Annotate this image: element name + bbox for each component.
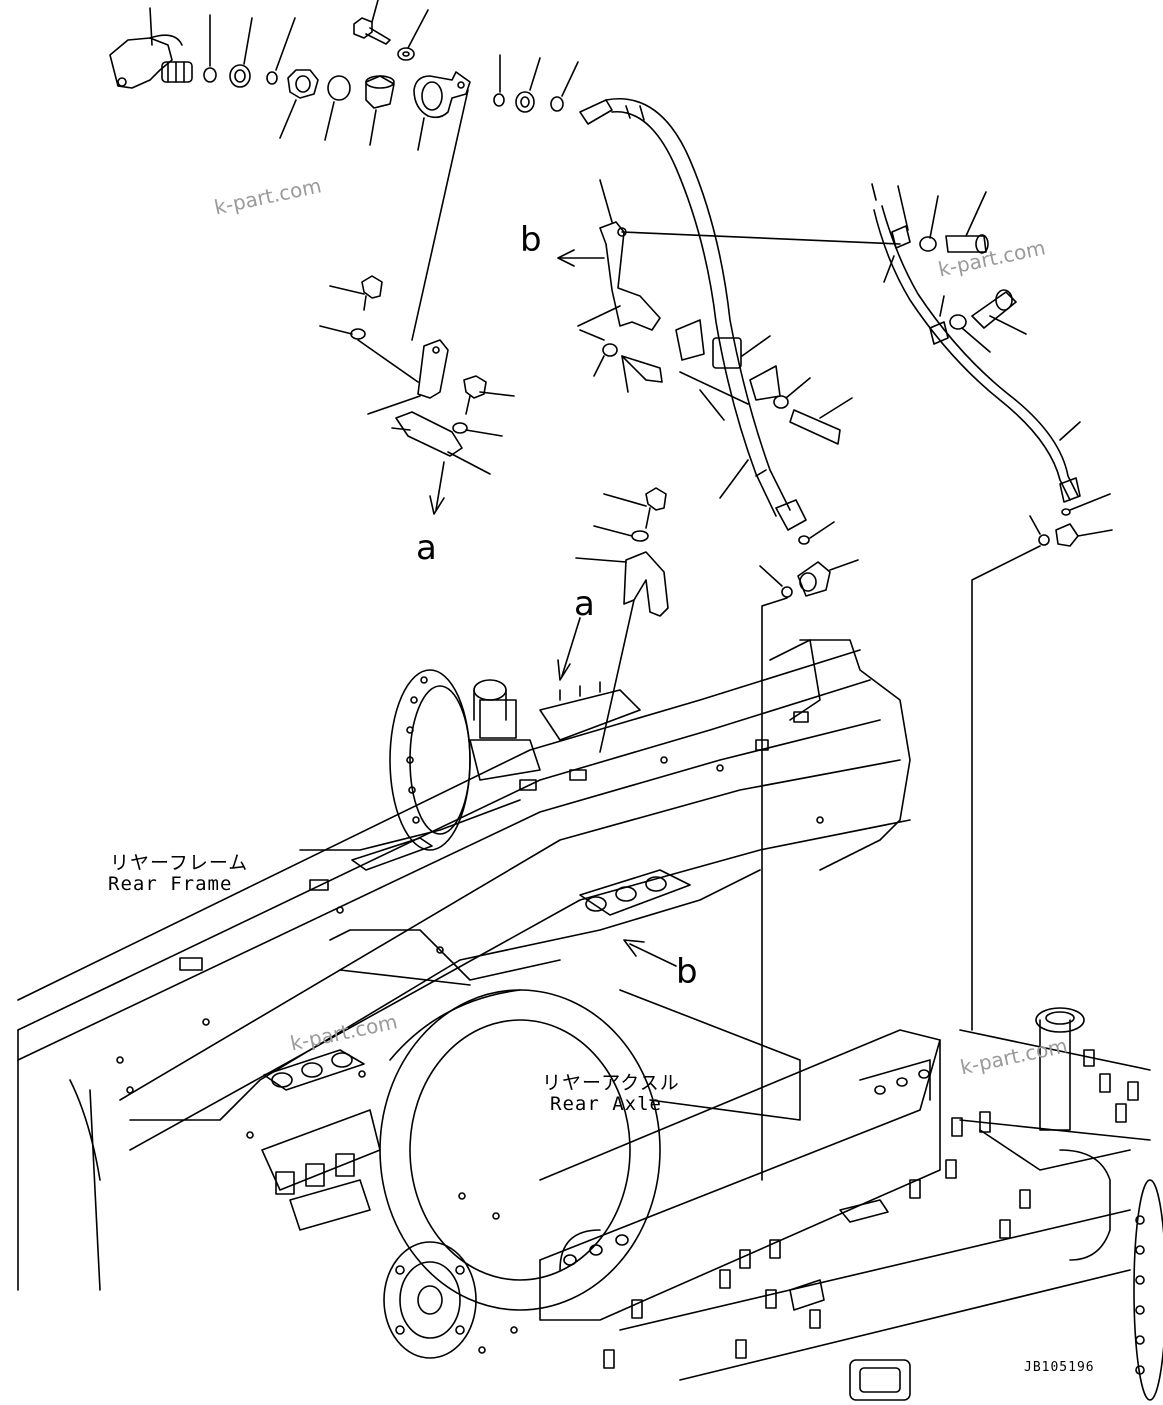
bolt-clip [789, 397, 853, 445]
callout-b-lower: b [676, 952, 698, 992]
right-chassis [603, 1007, 1163, 1401]
washer-top [397, 9, 429, 61]
o-ring-3 [493, 54, 505, 107]
washer-disc [324, 75, 351, 141]
leader-hose [699, 389, 725, 421]
nut-1 [229, 17, 253, 88]
washer-a-right [452, 422, 503, 437]
o-ring-4 [550, 61, 579, 112]
washer-right-2 [949, 314, 991, 353]
arrow-a-upper [429, 461, 445, 515]
elbow-fitting [109, 7, 193, 89]
arrow-a-lower [557, 617, 581, 681]
o-ring-6 [759, 565, 793, 598]
nut-2 [515, 57, 541, 113]
routing-line-right [971, 545, 1041, 1031]
arrow-b-lower [623, 939, 677, 967]
rear-frame-label-jp: リヤーフレーム [110, 852, 249, 874]
bracket-a-upright [357, 89, 469, 415]
elbow-hose [797, 559, 859, 597]
drawing-code: JB105196 [1024, 1360, 1095, 1375]
leader-bracket-mount [599, 599, 635, 753]
bracket-center [575, 551, 669, 617]
drive-flange [383, 1192, 518, 1359]
washer-center [593, 525, 649, 542]
rear-frame-label-en: Rear Frame [108, 873, 233, 895]
routing-line-hose [761, 597, 788, 1181]
cushion-clamp [675, 319, 749, 405]
callout-a-lower: a [574, 584, 595, 624]
washer-clip [773, 377, 811, 409]
rear-axle-label-jp: リヤーアクスル [542, 1072, 680, 1094]
arrow-b-upper [557, 249, 605, 267]
rear-frame [17, 639, 911, 1291]
small-hose-right [871, 183, 1081, 503]
callout-a-upper: a [416, 528, 437, 568]
bolt-center [603, 487, 667, 529]
o-ring-2 [266, 17, 296, 85]
elbow-right [1055, 493, 1113, 547]
plug-nut [279, 69, 319, 139]
o-ring-1 [203, 14, 217, 83]
clip-plate [741, 335, 781, 401]
hydraulic-hose-main [579, 98, 807, 531]
sleeve [365, 75, 395, 146]
o-ring-right [1029, 515, 1050, 546]
bolt-top [353, 0, 391, 45]
washer-right-1 [919, 195, 939, 252]
washer-a-upper [319, 325, 366, 340]
bolt-b [621, 355, 663, 393]
bolt-a-upper [329, 275, 383, 311]
o-ring-5 [798, 521, 835, 545]
leader-hose-low [719, 459, 749, 499]
bracket-b [577, 179, 901, 341]
bolt-right-1 [945, 191, 989, 254]
fitting-block [261, 1109, 381, 1231]
clamp-bracket [413, 71, 471, 151]
rear-axle-label-en: Rear Axle [550, 1093, 662, 1115]
bolt-right-2 [971, 289, 1027, 335]
wheel-hub [389, 669, 471, 851]
bracket-a-plate [391, 411, 491, 475]
callout-b-upper: b [520, 220, 542, 260]
valve-cluster [469, 679, 641, 781]
bolt-a-right [463, 375, 515, 415]
washer-b [593, 343, 618, 377]
